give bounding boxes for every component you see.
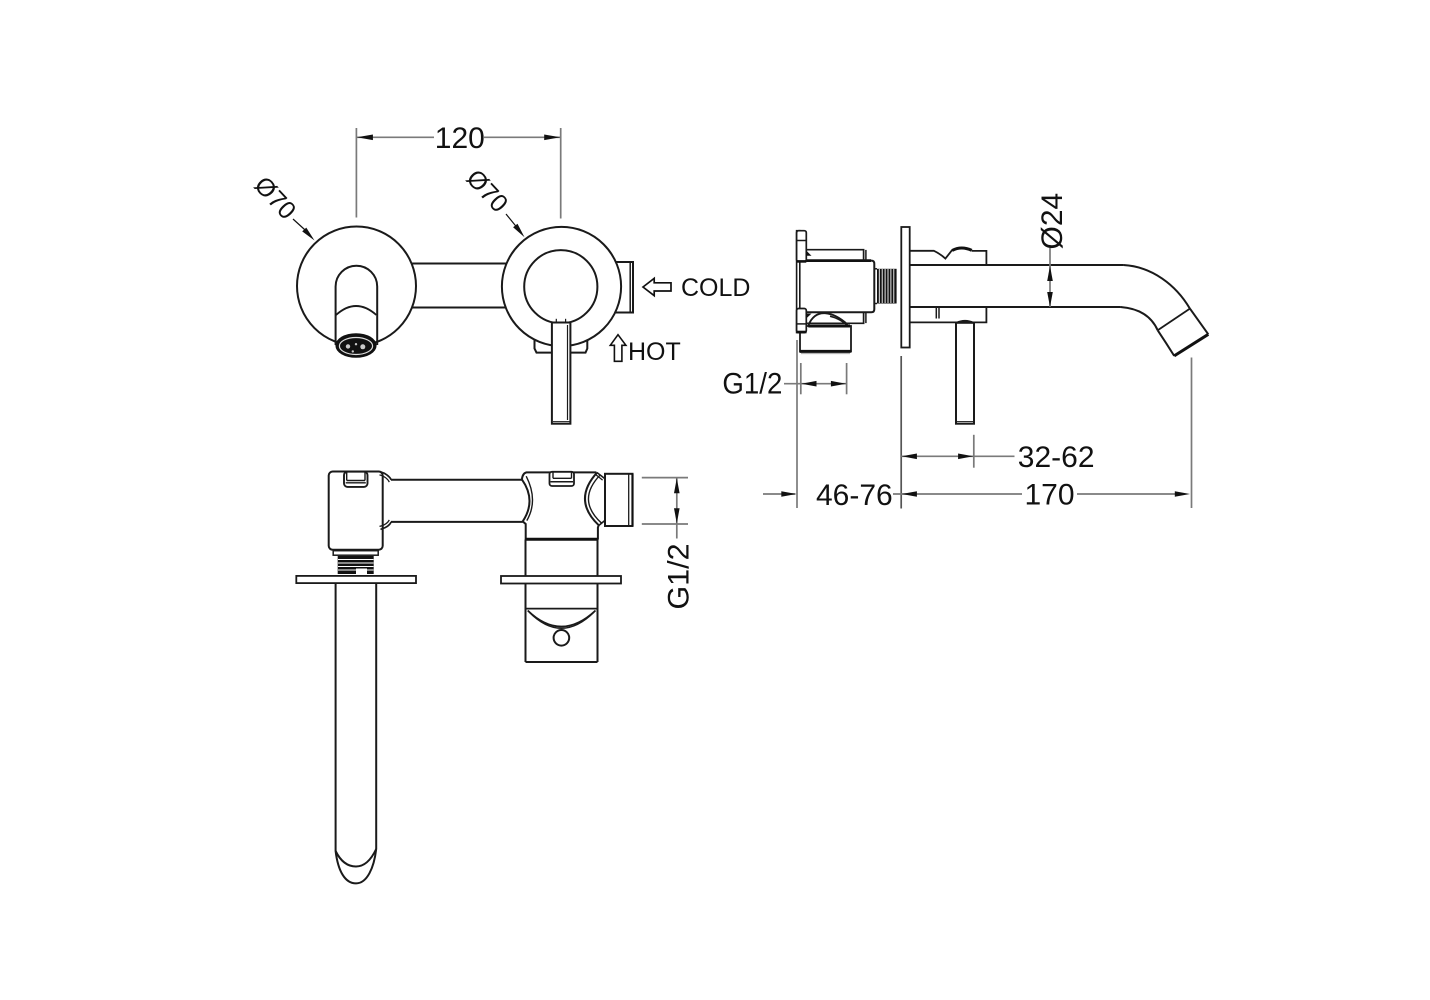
svg-text:46-76: 46-76	[816, 479, 893, 512]
svg-text:170: 170	[1025, 479, 1075, 512]
svg-text:HOT: HOT	[628, 338, 681, 366]
svg-text:120: 120	[435, 122, 485, 155]
svg-text:COLD: COLD	[681, 274, 750, 302]
svg-text:G1/2: G1/2	[662, 544, 695, 610]
svg-text:32-62: 32-62	[1018, 441, 1095, 474]
svg-text:Ø24: Ø24	[1036, 193, 1069, 250]
svg-text:G1/2: G1/2	[722, 368, 782, 401]
